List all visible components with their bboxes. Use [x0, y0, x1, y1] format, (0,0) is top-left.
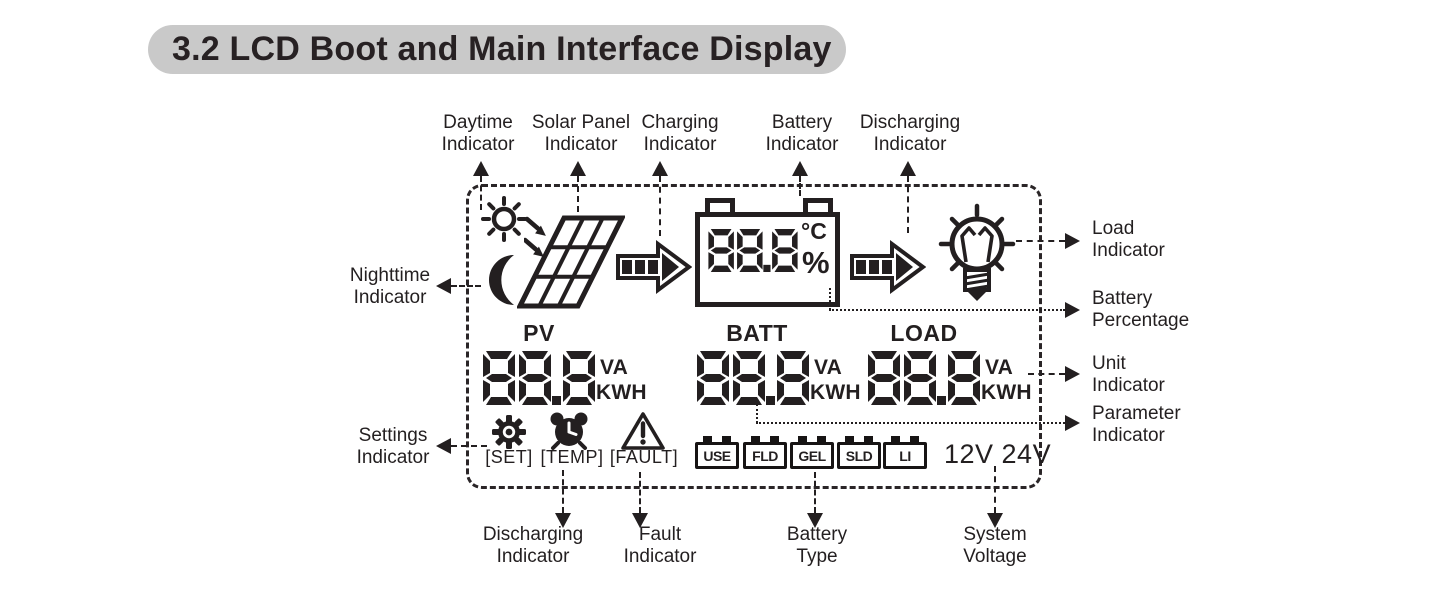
- callout-solar-panel-indicator: Solar Panel Indicator: [531, 112, 631, 155]
- batt-value-display: [697, 351, 809, 405]
- callout-charging-indicator: Charging Indicator: [641, 112, 719, 155]
- system-voltage-value: 12V 24V: [944, 439, 1052, 469]
- callout-unit-indicator: Unit Indicator: [1092, 353, 1165, 396]
- pv-section-label: PV: [523, 320, 555, 346]
- connector-settings: [451, 445, 487, 447]
- battery-type-label: FLD: [752, 447, 778, 464]
- celsius-unit: °C: [801, 218, 827, 244]
- battery-type-label: SLD: [845, 447, 873, 464]
- battery-tab-icon: [817, 436, 826, 442]
- fault-label: [FAULT]: [609, 447, 679, 467]
- connector-charging: [659, 176, 661, 236]
- arrowhead-discharging-bottom: [555, 513, 571, 528]
- battery-icon: [695, 212, 840, 307]
- callout-settings-indicator: Settings Indicator: [356, 425, 430, 468]
- arrowhead-charging: [652, 161, 668, 176]
- battery-type-fld: FLD: [743, 436, 787, 469]
- callout-discharging-indicator-top: Discharging Indicator: [859, 112, 961, 155]
- arrowhead-discharging-top: [900, 161, 916, 176]
- battery-tab-icon: [703, 436, 712, 442]
- callout-battery-type: Battery Type: [786, 524, 848, 567]
- battery-tab-icon: [798, 436, 807, 442]
- arrowhead-system-voltage: [987, 513, 1003, 528]
- battery-tab-icon: [910, 436, 919, 442]
- connector-system-voltage: [994, 466, 996, 513]
- callout-daytime-indicator: Daytime Indicator: [441, 112, 515, 155]
- arrowhead-nighttime: [436, 278, 451, 294]
- callout-discharging-indicator-bottom: Discharging Indicator: [482, 524, 584, 567]
- arrowhead-battery: [792, 161, 808, 176]
- load-value-display: [868, 351, 980, 405]
- section-title: 3.2 LCD Boot and Main Interface Display: [172, 30, 832, 68]
- callout-system-voltage: System Voltage: [963, 524, 1027, 567]
- load-unit-kwh: KWH: [981, 381, 1032, 404]
- load-section-label: LOAD: [890, 320, 958, 346]
- connector-discharging-top: [907, 176, 909, 233]
- callout-battery-indicator: Battery Indicator: [765, 112, 839, 155]
- battery-type-use: USE: [695, 436, 739, 469]
- solar-panel-icon: [517, 215, 625, 309]
- batt-section-label: BATT: [726, 320, 788, 346]
- moon-icon: [488, 255, 514, 305]
- connector-load: [1016, 240, 1065, 242]
- callout-nighttime-indicator: Nighttime Indicator: [349, 265, 431, 308]
- connector-solar-panel: [577, 176, 579, 212]
- battery-tab-icon: [845, 436, 854, 442]
- callout-fault-indicator: Fault Indicator: [623, 524, 697, 567]
- connector-battery: [799, 176, 801, 196]
- connector-battery-percentage: [829, 309, 1065, 311]
- connector-daytime: [480, 176, 482, 210]
- load-bulb-icon: [938, 203, 1016, 301]
- temp-label: [TEMP]: [540, 447, 604, 467]
- charging-flow-arrow-icon: [616, 242, 691, 292]
- connector-parameter: [756, 422, 1065, 424]
- battery-tab-icon: [751, 436, 760, 442]
- set-label: [SET]: [485, 447, 533, 467]
- arrowhead-battery-percentage: [1065, 302, 1080, 318]
- arrowhead-load: [1065, 233, 1080, 249]
- sun-icon: [481, 196, 527, 242]
- arrowhead-battery-type: [807, 513, 823, 528]
- arrowhead-unit: [1065, 366, 1080, 382]
- battery-tab-icon: [891, 436, 900, 442]
- section-title-pill: 3.2 LCD Boot and Main Interface Display: [148, 25, 846, 74]
- battery-temp-percent-display: [708, 229, 798, 272]
- connector-parameter-drop: [756, 404, 758, 423]
- battery-tab-icon: [864, 436, 873, 442]
- alarm-clock-icon: [550, 412, 588, 450]
- battery-type-label: GEL: [798, 447, 826, 464]
- battery-tab-icon: [722, 436, 731, 442]
- gear-icon: [492, 415, 526, 449]
- batt-unit-va: VA: [814, 356, 843, 379]
- callout-battery-percentage: Battery Percentage: [1092, 288, 1190, 331]
- arrowhead-fault: [632, 513, 648, 528]
- discharging-flow-arrow-icon: [850, 242, 925, 292]
- connector-nighttime: [451, 285, 481, 287]
- battery-type-gel: GEL: [790, 436, 834, 469]
- pv-unit-va: VA: [600, 356, 629, 379]
- callout-parameter-indicator: Parameter Indicator: [1092, 403, 1181, 446]
- arrowhead-solar-panel: [570, 161, 586, 176]
- arrowhead-daytime: [473, 161, 489, 176]
- connector-discharging-bottom: [562, 470, 564, 513]
- connector-unit: [1028, 373, 1065, 375]
- percent-unit: %: [802, 245, 830, 280]
- battery-type-li: LI: [883, 436, 927, 469]
- battery-type-sld: SLD: [837, 436, 881, 469]
- sunlight-arrows-icon: [524, 216, 546, 257]
- connector-battery-percentage-drop: [829, 288, 831, 310]
- pv-unit-kwh: KWH: [596, 381, 647, 404]
- callout-load-indicator: Load Indicator: [1092, 218, 1165, 261]
- arrowhead-settings: [436, 438, 451, 454]
- load-unit-va: VA: [985, 356, 1014, 379]
- batt-unit-kwh: KWH: [810, 381, 861, 404]
- battery-type-label: LI: [899, 447, 911, 464]
- battery-tab-icon: [770, 436, 779, 442]
- arrowhead-parameter: [1065, 415, 1080, 431]
- warning-triangle-icon: [621, 412, 665, 450]
- pv-value-display: [483, 351, 595, 405]
- connector-fault: [639, 472, 641, 513]
- battery-type-label: USE: [703, 447, 731, 464]
- connector-battery-type: [814, 472, 816, 513]
